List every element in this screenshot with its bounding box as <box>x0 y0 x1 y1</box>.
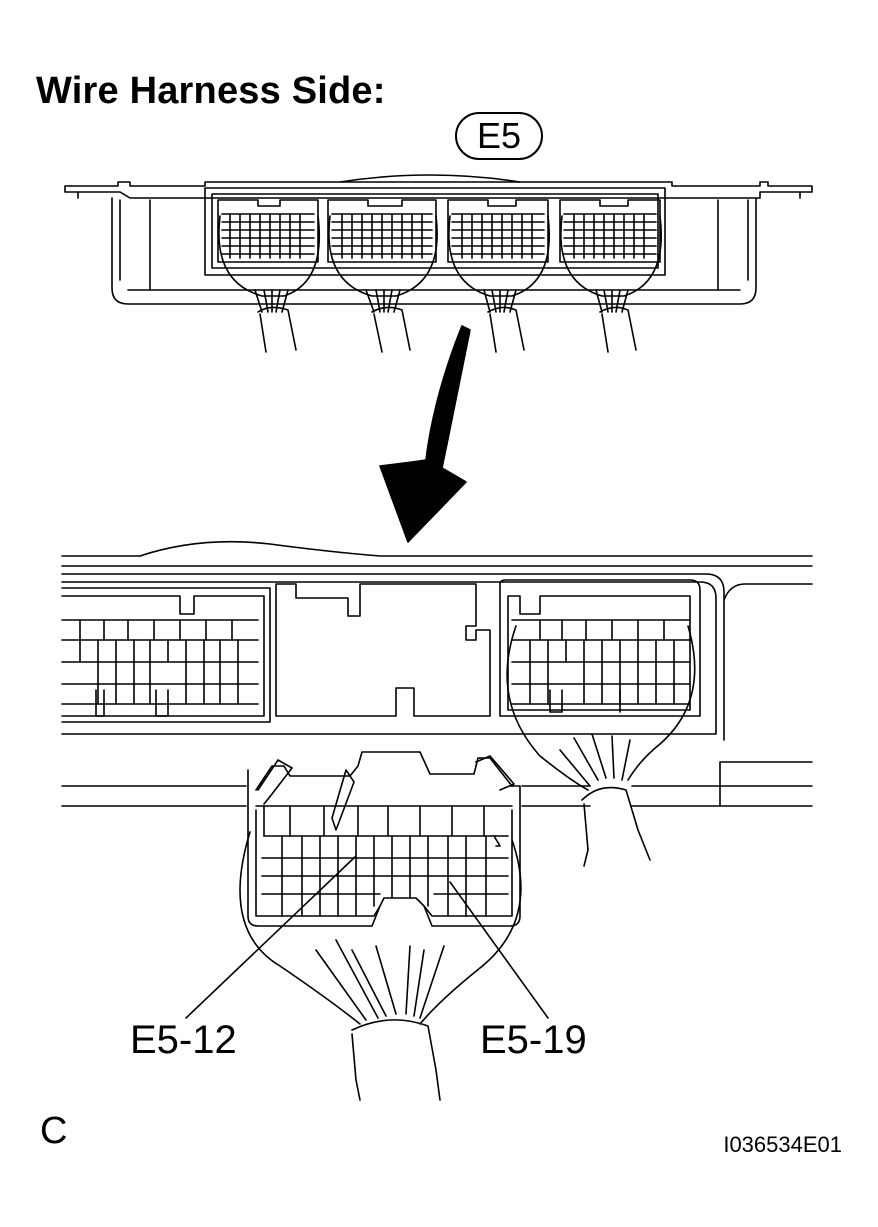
mini-connector-3 <box>448 200 549 352</box>
page-title: Wire Harness Side: <box>36 70 386 112</box>
enlarged-ecu <box>62 542 812 866</box>
corner-letter: C <box>40 1110 68 1152</box>
mini-connector-1 <box>218 200 319 352</box>
mini-connector-4 <box>560 200 661 352</box>
pin-label-e5-12: E5-12 <box>130 1018 237 1062</box>
leader-line-e5-12 <box>186 856 356 1018</box>
mini-connector-2 <box>328 200 437 352</box>
zoom-arrow <box>380 326 470 542</box>
harness-plug <box>240 752 521 1100</box>
leader-line-e5-19 <box>450 882 548 1018</box>
connector-tag: E5 <box>455 112 543 160</box>
ecu-overview <box>65 175 812 304</box>
pin-label-e5-19: E5-19 <box>480 1018 587 1062</box>
figure-id: I036534E01 <box>723 1132 842 1157</box>
